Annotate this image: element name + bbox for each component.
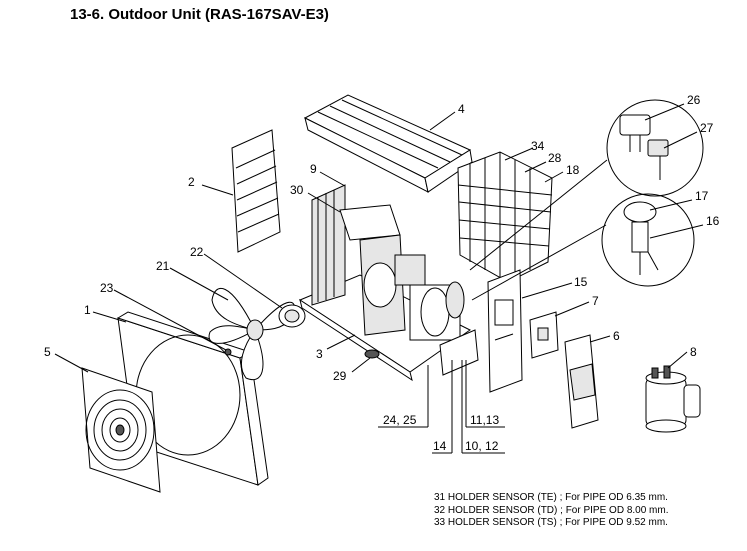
callout-14: 14 (433, 439, 447, 453)
callout-34: 34 (531, 139, 545, 153)
callout-18: 18 (566, 163, 580, 177)
callout-1: 1 (84, 303, 91, 317)
callout-2: 2 (188, 175, 195, 189)
leader-lines (54, 103, 704, 454)
parts-notes: 31 HOLDER SENSOR (TE) ; For PIPE OD 6.35… (434, 492, 669, 530)
callout-11-13: 11,13 (470, 413, 499, 427)
callout-5: 5 (44, 345, 51, 359)
callout-17: 17 (695, 189, 709, 203)
partition-plate-part (487, 269, 523, 393)
callout-24-25: 24, 25 (383, 413, 417, 427)
note-32: 32 HOLDER SENSOR (TD) ; For PIPE OD 8.00… (434, 504, 669, 516)
note-33: 33 HOLDER SENSOR (TS) ; For PIPE OD 9.52… (434, 517, 668, 528)
callout-8: 8 (690, 345, 697, 359)
chassis-base-part (298, 184, 479, 382)
callout-22: 22 (190, 245, 204, 259)
rear-grille-part (457, 151, 553, 283)
callout-labels: 4 26 27 34 28 18 2 9 30 22 21 23 1 5 17 … (44, 93, 720, 453)
callout-29: 29 (333, 369, 347, 383)
callout-10-12: 10, 12 (465, 439, 499, 453)
callout-6: 6 (613, 329, 620, 343)
valve-coil-detail (606, 99, 704, 197)
callout-4: 4 (458, 102, 465, 116)
fan-motor-part (278, 304, 306, 328)
note-31: 31 HOLDER SENSOR (TE) ; For PIPE OD 6.35… (434, 492, 668, 503)
callout-26: 26 (687, 93, 701, 107)
top-panel-part (303, 94, 473, 193)
callout-23: 23 (100, 281, 114, 295)
callout-9: 9 (310, 162, 317, 176)
side-grille-part (231, 129, 281, 253)
compressor-part (645, 365, 701, 433)
callout-16: 16 (706, 214, 720, 228)
fan-guard-part (81, 367, 161, 493)
fan-nut-part (224, 348, 232, 356)
callout-7: 7 (592, 294, 599, 308)
callout-28: 28 (548, 151, 562, 165)
callout-3: 3 (316, 347, 323, 361)
callout-15: 15 (574, 275, 588, 289)
expansion-valve-detail (601, 193, 695, 287)
page-title: 13-6. Outdoor Unit (RAS-167SAV-E3) (70, 6, 329, 23)
small-cover-part (529, 311, 559, 359)
callout-30: 30 (290, 183, 304, 197)
callout-27: 27 (700, 121, 714, 135)
callout-21: 21 (156, 259, 170, 273)
valve-cover-part (564, 334, 599, 429)
